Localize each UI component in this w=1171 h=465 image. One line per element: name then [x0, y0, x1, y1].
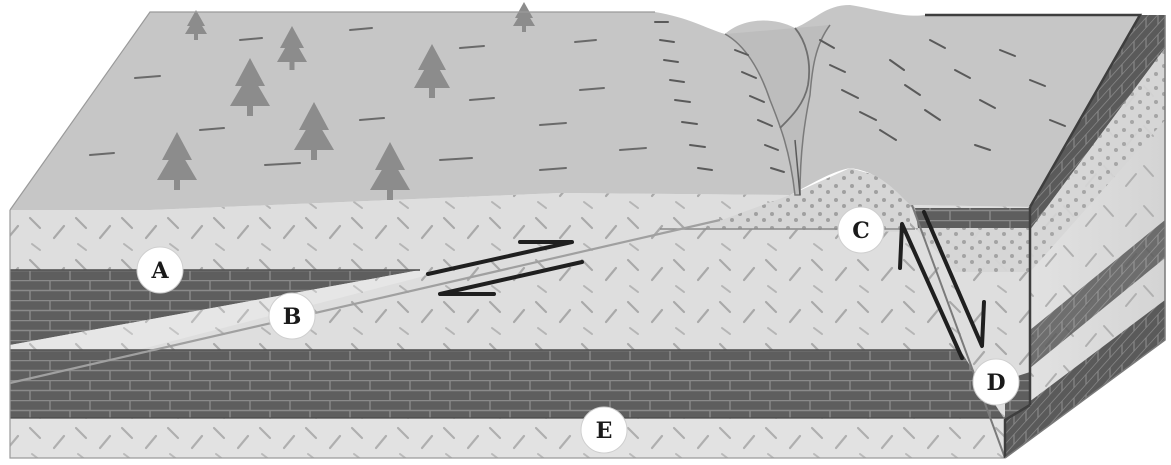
tree-icons	[157, 2, 535, 200]
thrust-fault-line	[9, 218, 721, 385]
arrow-down-left	[438, 260, 584, 296]
tree-icon	[370, 142, 410, 200]
side-limestone-lower	[1005, 300, 1165, 458]
top-surface	[9, 2, 1166, 459]
label-d: D	[972, 358, 1020, 406]
tree-icon	[185, 10, 207, 40]
normal-fault-line	[911, 204, 1006, 459]
label-a: A	[136, 246, 184, 294]
arrow-down	[922, 210, 986, 348]
scarp-hatching	[654, 21, 1066, 173]
side-sediment	[1030, 48, 1165, 272]
arrow-up-right	[426, 240, 574, 276]
normal-fault-arrows	[898, 210, 986, 360]
label-a-text: A	[150, 258, 169, 284]
side-face	[1005, 15, 1165, 458]
label-c-text: C	[852, 218, 870, 244]
label-c: C	[837, 206, 885, 254]
side-limestone-mid	[1030, 220, 1165, 368]
label-e: E	[580, 406, 628, 454]
grass-dashes	[89, 27, 647, 171]
escarpment-ridge	[724, 24, 831, 196]
limestone-layer-lower	[10, 350, 1005, 420]
limestone-cap-right	[915, 208, 1030, 228]
sediment-strip-right	[915, 228, 1030, 272]
tree-icon	[277, 26, 307, 70]
label-d-text: D	[986, 370, 1005, 396]
tree-icon	[513, 2, 535, 32]
tree-icon	[414, 44, 450, 98]
label-b-text: B	[283, 304, 302, 330]
tree-icon	[157, 132, 197, 190]
arrow-up	[898, 222, 964, 360]
tree-icon	[230, 58, 270, 116]
thrust-arrows	[426, 240, 584, 296]
label-e-text: E	[596, 418, 613, 444]
tree-icon	[294, 102, 334, 160]
front-face	[9, 168, 1030, 459]
side-limestone-upper	[1030, 15, 1165, 230]
label-b: B	[268, 292, 316, 340]
